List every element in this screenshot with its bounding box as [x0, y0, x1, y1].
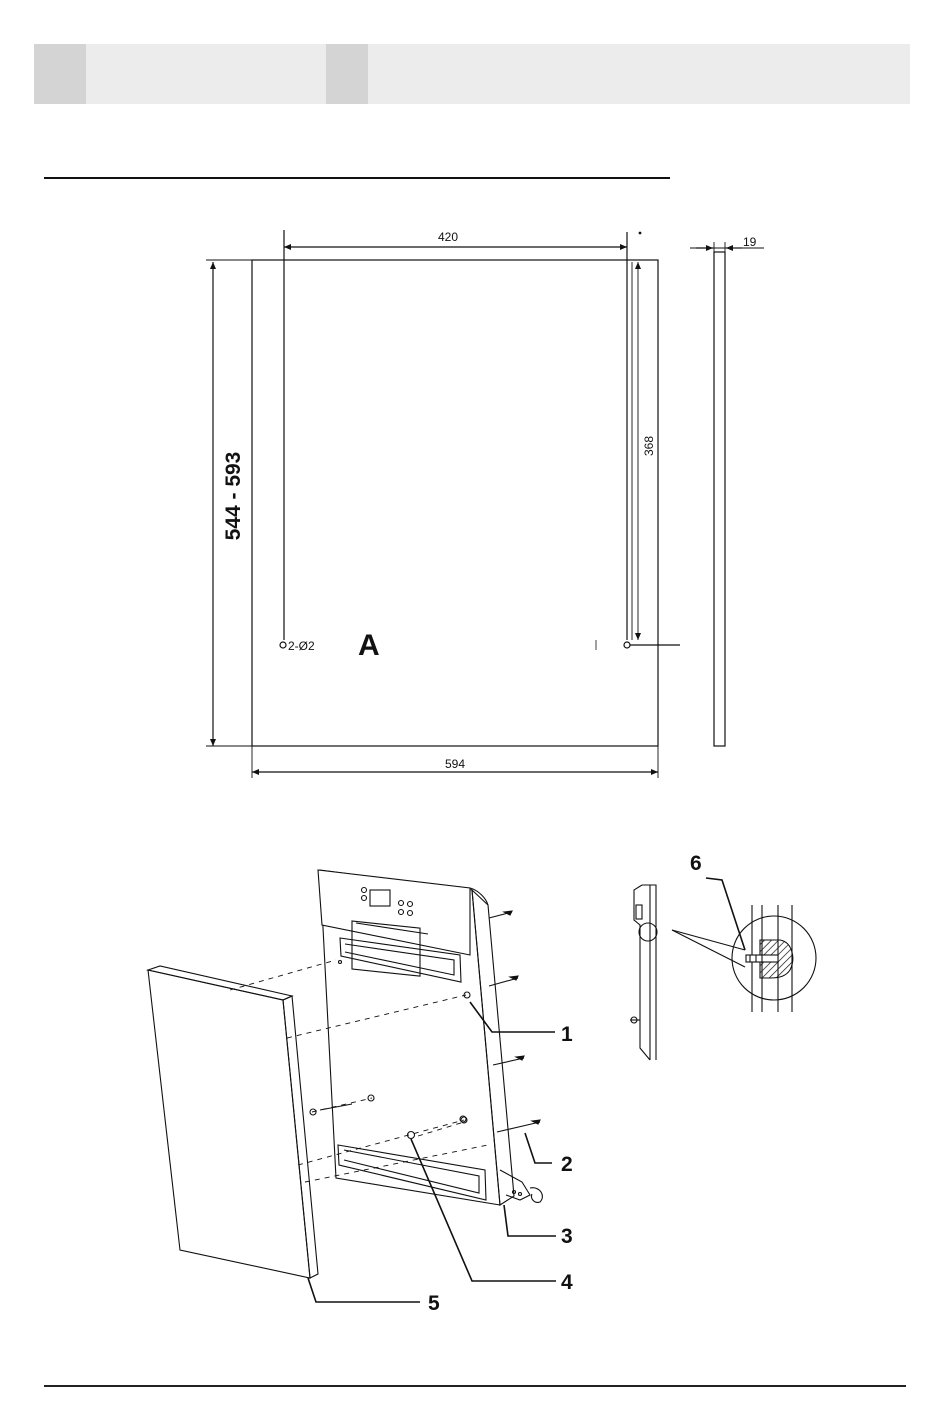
dim-368-label: 368: [642, 436, 656, 456]
dim-19-label: 19: [743, 235, 757, 249]
callout-6: 6: [690, 852, 702, 875]
right-screw-hole: [624, 642, 630, 648]
dishwasher-door: [318, 870, 542, 1205]
door-panel-outline: [252, 260, 658, 746]
callout-2-leader: [525, 1133, 552, 1163]
decor-panel: [148, 966, 318, 1278]
callout-5-leader: [308, 1278, 420, 1302]
exploded-assembly-drawing: [148, 870, 556, 1302]
callout-2: 2: [561, 1153, 573, 1176]
side-view-panel: [690, 242, 764, 746]
dim-594-label: 594: [445, 757, 465, 771]
callout-3-leader: [504, 1205, 556, 1236]
dim-420-label: 420: [438, 230, 458, 244]
front-panel-drawing: [206, 230, 680, 778]
callout-3: 3: [561, 1225, 573, 1248]
callout-1: 1: [561, 1023, 573, 1046]
side-screws: [489, 911, 540, 1132]
dim-height-label: 544 - 593: [222, 452, 245, 541]
callout-4: 4: [561, 1271, 573, 1294]
left-screw-hole: [280, 642, 286, 648]
footer-rule: [44, 1385, 906, 1387]
hole-spec-label: 2-Ø2: [288, 639, 315, 653]
panel-label-a: A: [358, 629, 380, 662]
side-detail-drawing: [630, 878, 816, 1060]
callout-5: 5: [428, 1292, 440, 1315]
